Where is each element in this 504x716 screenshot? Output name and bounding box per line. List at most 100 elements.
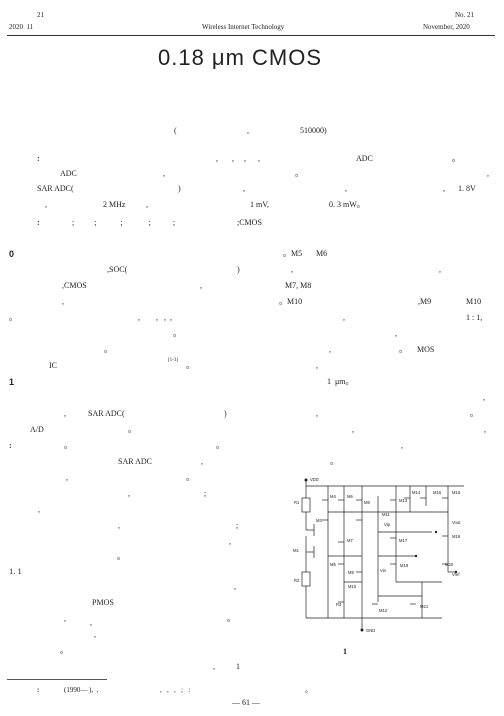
header-left-date: 2020 11 [9, 23, 34, 31]
label-m17: M17 [399, 538, 408, 543]
label-m6: M6 [347, 494, 353, 499]
abstract-marks-1: , , , , [216, 154, 260, 163]
sec11-circle-b: 。 [60, 646, 68, 655]
label-m8: M8 [364, 500, 370, 505]
abstract-frequency: 2 MHz [103, 200, 126, 209]
header-rule [7, 35, 495, 36]
right-m5: 。M5 [283, 249, 303, 258]
label-gnd: GND [366, 628, 375, 633]
right-comma-12: , [352, 425, 354, 434]
sec11-comma-c: , [90, 618, 92, 627]
footnote-circle: 。 [305, 686, 312, 694]
footnote-marks: , , , ; : [160, 686, 191, 694]
label-m13: M13 [399, 498, 408, 503]
label-m16: M16 [452, 490, 461, 495]
circuit-schematic-figure: VDD R1 M3 M4 M6 M8 M11 M13 M14 M15 M16 V… [293, 477, 464, 633]
abstract-voltage: 1. 8V [458, 184, 476, 193]
right-ratio: 1 : 1, [466, 313, 483, 322]
right-comma-13: , [484, 425, 486, 434]
right-m10-b: M10 [466, 297, 482, 306]
sec1-comma-d: , [66, 473, 68, 482]
sec0-citation: [1-3] [168, 358, 178, 363]
sec11-comma-a: , [234, 582, 236, 591]
affiliation-paren: ( [174, 126, 177, 135]
abstract-period-2: 。 [295, 169, 303, 178]
label-vref: Vref [452, 572, 460, 577]
label-m5: M5 [330, 562, 336, 567]
sec1-comma-e: , [128, 489, 130, 498]
sec1-comma-g: , [118, 521, 120, 530]
label-m15: M15 [433, 490, 442, 495]
sec0-comma-a: , [200, 281, 202, 290]
sec1-colon: : [9, 441, 12, 450]
sec0-circle-3: 。 [104, 345, 112, 354]
footnote-bio: (1990— ), , [64, 686, 99, 694]
sec1-comma-a: , [64, 409, 66, 418]
abstract-comma-2: , [163, 169, 165, 178]
sec1-comma-c: , [201, 457, 203, 466]
sec0-soc-close: ) [237, 265, 240, 274]
sec0-soc: ,SOC( [107, 265, 128, 274]
sec11-comma-b: , [64, 614, 66, 623]
sec1-comma-h: , [229, 537, 231, 546]
sec1-semi-a: ; [204, 489, 207, 498]
abstract-comma-7: , [45, 200, 47, 209]
affiliation-comma: , [247, 126, 249, 135]
keywords-cmos: ;CMOS [237, 218, 262, 227]
label-r3: R3 [336, 602, 342, 607]
right-comma-11: , [316, 409, 318, 418]
right-m7-m8: M7, M8 [285, 281, 312, 290]
label-m1: M1 [293, 548, 299, 553]
sec1-circle-a: 。 [128, 425, 136, 434]
right-mos: 。 MOS [399, 345, 435, 354]
sec0-circle-2: 。 [173, 329, 181, 338]
abstract-paren-close: ) [178, 184, 181, 193]
right-comma-5: , [343, 313, 345, 322]
label-vin: Vin [380, 568, 387, 573]
sec1-semi-b: ; [236, 521, 239, 530]
sec0-ic: IC [49, 361, 57, 370]
footnote-colon: : [37, 686, 40, 694]
sec1-sar-adc: SAR ADC( [88, 409, 125, 418]
sec0-comma-b: , [62, 297, 64, 306]
abstract-adc-1: ADC [356, 154, 373, 163]
label-m3: M3 [316, 518, 322, 523]
label-r2: R2 [294, 578, 300, 583]
abstract-comma-5: , [345, 184, 347, 193]
footnote-rule [7, 679, 107, 680]
label-m11: M11 [382, 512, 391, 517]
sec1-sar-adc-2: SAR ADC [118, 457, 153, 466]
label-m20: M20 [445, 562, 454, 567]
sec11-comma-d: , [94, 630, 96, 639]
header-journal-name: Wireless Internet Technology [202, 23, 285, 31]
sec1-comma-f: , [38, 505, 40, 514]
label-vout: Vout [452, 520, 461, 525]
sec1-dot: 。 [64, 441, 72, 450]
abstract-power: 0. 3 mW。 [329, 200, 365, 209]
abstract-adc-2: ADC [60, 169, 77, 178]
sec0-circle-1: 。 [9, 313, 17, 322]
right-m6: M6 [316, 249, 328, 258]
label-r1: R1 [294, 500, 300, 505]
abstract-colon: : [37, 154, 40, 163]
abstract-comma-4: , [243, 184, 245, 193]
sec1-circle-d: 。 [186, 473, 194, 482]
right-m9: ,M9 [418, 297, 432, 306]
right-comma-10: , [483, 393, 485, 402]
header-left-issue: 21 [37, 11, 44, 19]
right-m10-a: 。M10 [279, 297, 303, 306]
figure-caption-number: 1 [343, 647, 347, 656]
sec11-circle-a: 。 [227, 614, 235, 623]
right-um: 1 μm。 [327, 377, 354, 386]
abstract-period-1: 。 [452, 154, 460, 163]
page-number: — 61 — [232, 698, 260, 707]
label-m21: M21 [420, 604, 429, 609]
abstract-comma-8: , [146, 200, 148, 209]
right-comma-1: , [291, 265, 293, 274]
right-comma-6: , [395, 329, 397, 338]
right-circle-1: 。 [470, 409, 478, 418]
abstract-comma-6: , [443, 184, 445, 193]
label-m18: M18 [452, 534, 461, 539]
label-vdd: VDD [310, 477, 319, 482]
sec11-comma-e: , [213, 662, 215, 671]
